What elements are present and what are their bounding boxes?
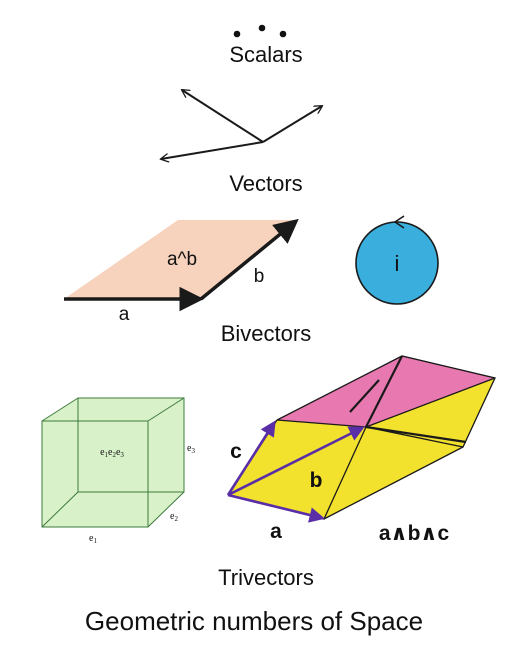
bivector-parallelogram <box>64 220 296 299</box>
parallelepiped-edge <box>276 419 367 428</box>
trivectors-label: Trivectors <box>218 565 314 590</box>
cube-front-edges <box>41 420 149 528</box>
cube-right-face <box>148 398 184 527</box>
pseudoscalar-label: i <box>395 251 400 276</box>
trivector-product-label: a∧b∧c <box>379 522 450 545</box>
cube-edge <box>41 491 79 528</box>
cube-axis-1-label: e1 <box>89 533 97 545</box>
parallelepiped-inner-line <box>349 379 380 413</box>
trivector-vector-c-arrow <box>226 420 276 496</box>
parallelepiped-edge <box>323 426 367 520</box>
trivector-vector-a-arrow <box>227 493 326 523</box>
bivector-plane-label: a^b <box>167 249 197 270</box>
scalars-section: Scalars <box>229 24 303 67</box>
bivector-edge-b-arrow <box>199 218 299 301</box>
pseudoscalar-circle <box>355 221 439 305</box>
cube-back-edges <box>77 397 185 493</box>
parallelepiped-inner-line <box>365 425 467 444</box>
trivector-vector-b-arrow <box>227 426 365 497</box>
trivector-vector-b-label: b <box>310 469 323 492</box>
vectors-label: Vectors <box>229 171 302 196</box>
vector-arrow-upleft <box>182 90 264 143</box>
bivector-edge-a-label: a <box>119 304 130 325</box>
cube-edge <box>147 397 185 422</box>
scalar-dot <box>258 24 266 32</box>
vector-arrow-left <box>161 141 264 159</box>
cube-center-label: e1e2e3 <box>100 447 124 459</box>
bivector-edge-b-label: b <box>254 266 265 287</box>
parallelepiped-inner-line <box>365 355 403 428</box>
trivector-vector-a-label: a <box>270 520 282 543</box>
cube-edge <box>147 491 185 528</box>
cube-axis-3-label: e3 <box>187 443 195 455</box>
pseudoscalar-disc: i <box>355 215 439 305</box>
cube-edge <box>41 397 79 422</box>
diagram-caption: Geometric numbers of Space <box>85 606 423 636</box>
cube-front-face <box>42 421 148 527</box>
parallelepiped-edge <box>365 377 496 428</box>
cube-axis-2-label: e2 <box>170 511 178 523</box>
bivector-plane: a^b a b <box>64 218 299 325</box>
basis-cube: e1e2e3 e1 e2 e3 <box>41 397 195 545</box>
trivector-vector-c-label: c <box>230 440 242 463</box>
trivector-parallelepiped: c b a a∧b∧c <box>226 355 496 545</box>
parallelepiped-top-face <box>277 356 495 427</box>
vectors-section <box>161 90 322 159</box>
scalar-dot <box>279 30 287 38</box>
scalar-dot <box>233 30 241 38</box>
rotation-arrow-icon <box>393 215 405 229</box>
scalars-label: Scalars <box>229 42 302 67</box>
vector-arrow-upright <box>262 106 322 143</box>
bivectors-label: Bivectors <box>221 321 311 346</box>
